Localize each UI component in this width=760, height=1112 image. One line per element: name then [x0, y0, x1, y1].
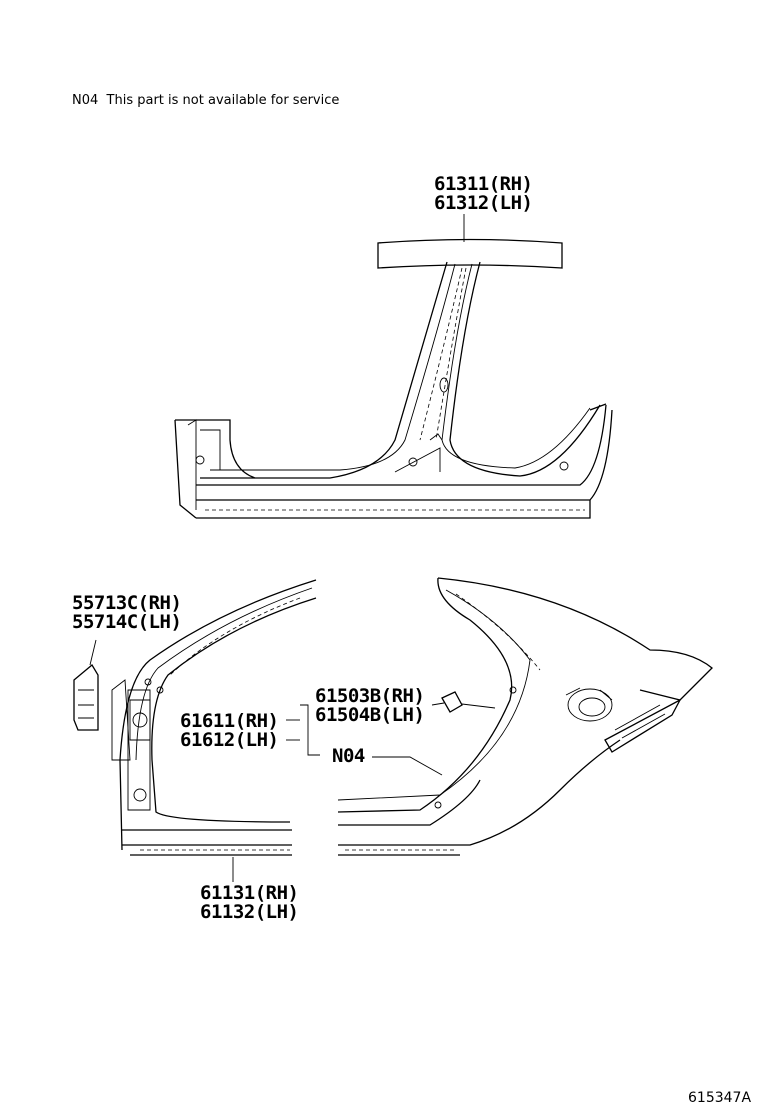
upper-side-panel: [174, 238, 613, 519]
callout-55713c: 55713C(RH): [72, 592, 181, 614]
front-bracket-part: [73, 639, 99, 731]
callout-61612: 61612(LH): [180, 729, 278, 751]
note-code: N04: [72, 93, 99, 108]
clip-part: [441, 691, 496, 713]
service-note: N04 This part is not available for servi…: [72, 93, 339, 108]
callout-61311: 61311(RH): [434, 173, 532, 195]
callout-joiner: [300, 704, 320, 756]
callout-61503b: 61503B(RH): [315, 685, 424, 707]
callout-61131: 61131(RH): [200, 882, 298, 904]
callout-n04: N04: [332, 745, 365, 767]
note-text: This part is not available for service: [106, 93, 340, 108]
leader-n04: [372, 756, 443, 776]
callout-61312: 61312(LH): [434, 192, 532, 214]
callout-55714c: 55714C(LH): [72, 611, 181, 633]
callout-61504b: 61504B(LH): [315, 704, 424, 726]
leader-61503b: [431, 702, 445, 706]
callout-61611: 61611(RH): [180, 710, 278, 732]
front-pillar-assembly: [111, 579, 317, 856]
figure-id: 615347A: [688, 1090, 752, 1106]
quarter-panel: [337, 577, 713, 856]
callout-61132: 61132(LH): [200, 901, 298, 923]
